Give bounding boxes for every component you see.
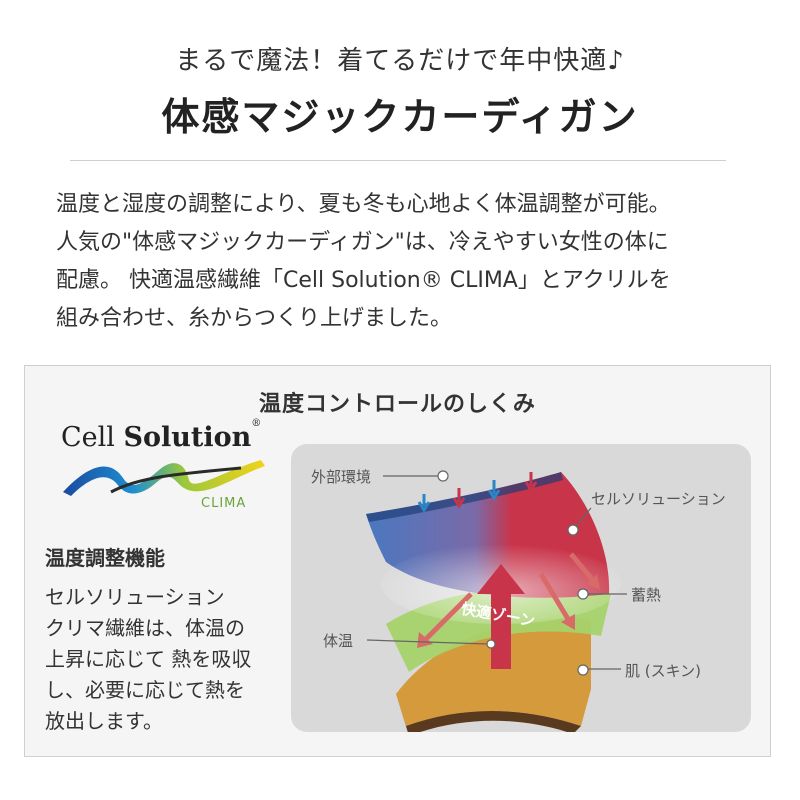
outside-arrows bbox=[417, 472, 538, 513]
function-description: セルソリューション クリマ繊維は、体温の 上昇に応じて 熱を吸収 し、必要に応じ… bbox=[45, 582, 295, 737]
diagonal-arrow-icon bbox=[569, 552, 598, 586]
panel-title: 温度コントロールのしくみ bbox=[259, 392, 536, 417]
logo-clima: CLIMA bbox=[201, 496, 247, 511]
cell-solution-logo: Cell Solution® CLIMA bbox=[61, 418, 271, 522]
logo-text-bold: Solution bbox=[123, 422, 252, 453]
label-body-temp: 体温 bbox=[323, 632, 354, 650]
skin-base bbox=[396, 694, 581, 732]
label-skin: 肌 (スキン) bbox=[625, 662, 702, 680]
function-line: 放出します。 bbox=[45, 709, 163, 733]
skin-layer bbox=[396, 618, 591, 726]
label-storage: 蓄熱 bbox=[631, 586, 662, 604]
up-arrow-icon bbox=[477, 564, 525, 669]
subtitle: まるで魔法！着てるだけで年中快適♪ bbox=[175, 46, 625, 76]
diagonal-arrow-icon bbox=[419, 592, 473, 646]
description-line: 人気の"体感マジックカーディガン"は、冷えやすい女性の体に bbox=[56, 230, 669, 255]
logo-registered: ® bbox=[251, 418, 262, 429]
function-line: 上昇に応じて 熱を吸収 bbox=[45, 647, 252, 671]
description-line: 配慮。 快適温感繊維「Cell Solution® CLIMA」とアクリルを bbox=[56, 268, 671, 293]
function-line: クリマ繊維は、体温の bbox=[45, 616, 245, 640]
page-title: 体感マジックカーディガン bbox=[161, 95, 639, 139]
label-fiber: セルソリューション bbox=[591, 490, 726, 508]
diagram-illustration bbox=[366, 470, 627, 732]
divider bbox=[70, 160, 726, 161]
description: 温度と湿度の調整により、夏も冬も心地よく体温調整が可能。 人気の"体感マジックカ… bbox=[56, 186, 756, 338]
temperature-diagram: 外部環境 セルソリューション 蓄熱 快適ゾーン 体温 肌 (スキン) bbox=[291, 444, 751, 732]
logo-swoosh-icon bbox=[63, 460, 265, 496]
function-title: 温度調整機能 bbox=[45, 546, 165, 570]
logo-text: Cell Solution® bbox=[61, 418, 261, 453]
description-line: 温度と湿度の調整により、夏も冬も心地よく体温調整が可能。 bbox=[56, 192, 671, 217]
logo-text-regular: Cell bbox=[61, 422, 124, 453]
function-line: し、必要に応じて熱を bbox=[45, 678, 245, 702]
label-outside: 外部環境 bbox=[311, 468, 372, 486]
temperature-control-panel: 温度コントロールのしくみ Cell Solution® CLIMA 温度調整機能 bbox=[24, 365, 771, 757]
diagonal-arrow-icon bbox=[538, 572, 574, 626]
function-line: セルソリューション bbox=[45, 585, 225, 609]
description-line: 組み合わせ、糸からつくり上げました。 bbox=[56, 306, 453, 331]
